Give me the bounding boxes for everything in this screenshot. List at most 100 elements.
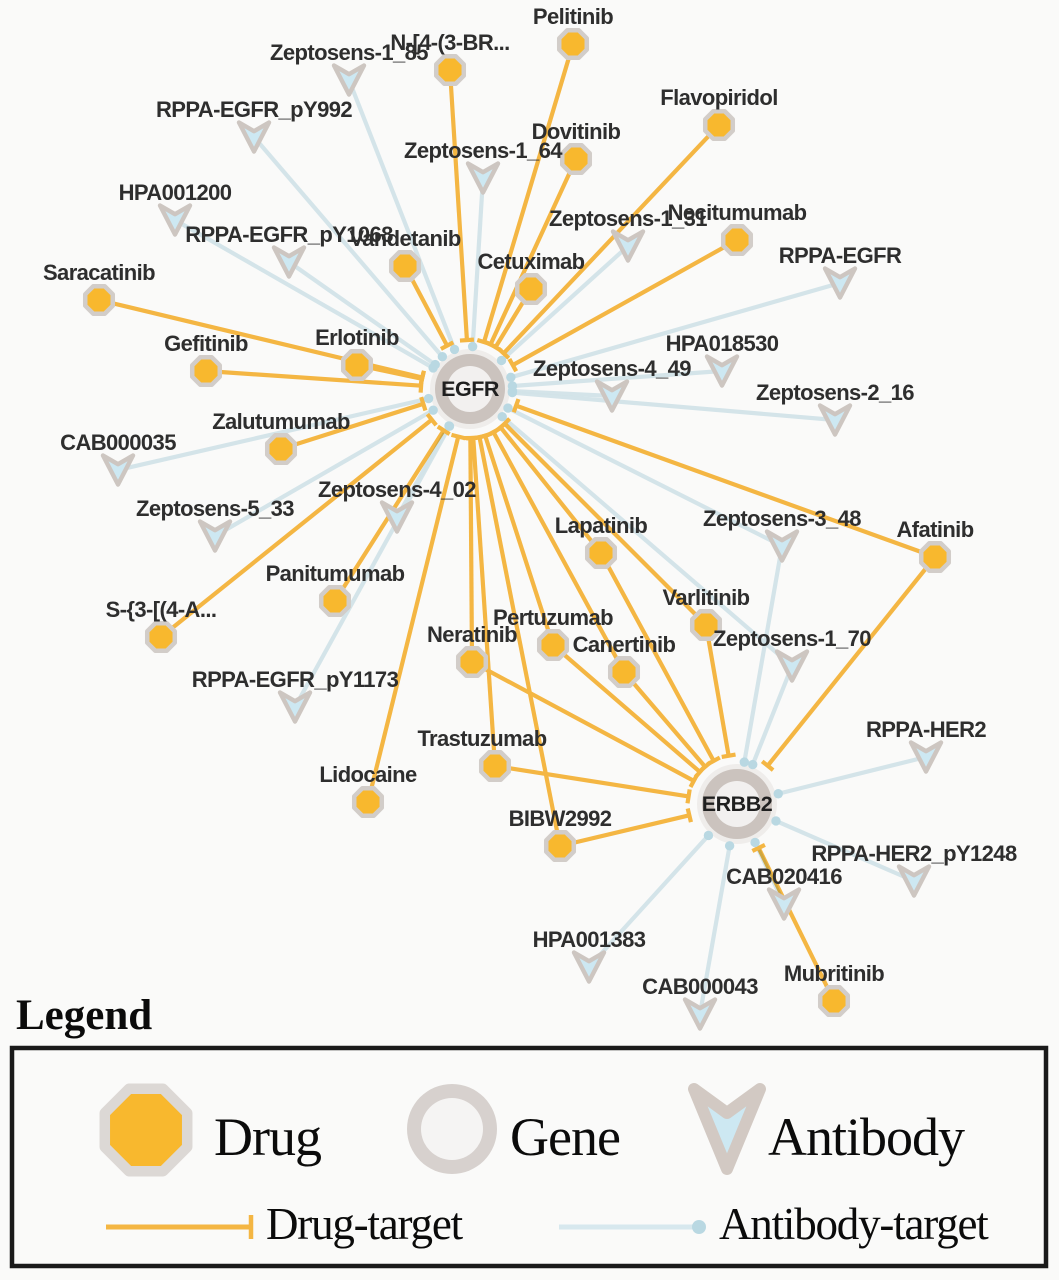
edge-antibody-target-Zeptosens-1_70-ERBB2: [750, 665, 794, 766]
node-label-Zeptosens-1_70: Zeptosens-1_70: [713, 626, 871, 651]
circle-arrowhead: [771, 816, 781, 826]
node-label-Varlitinib: Varlitinib: [663, 585, 750, 610]
tee-arrowhead: [760, 759, 775, 772]
tee-arrowhead: [439, 340, 455, 351]
node-label-Vandetanib: Vandetanib: [349, 226, 461, 251]
node-label-Zeptosens-1_85: Zeptosens-1_85: [270, 40, 428, 65]
antibody-node-CAB000043: [682, 997, 718, 1031]
node-label-Zeptosens-4_02: Zeptosens-4_02: [318, 477, 476, 502]
node-label-RPPA-EGFR_pY1068: RPPA-EGFR_pY1068: [185, 222, 393, 247]
edge-antibody-target-HPA018530-EGFR: [512, 368, 723, 389]
drug-node-Dovitinib: [559, 142, 593, 176]
node-label-HPA001200: HPA001200: [119, 180, 232, 205]
edge-antibody-target-CAB000043-ERBB2: [697, 845, 732, 1015]
drug-node-Lidocaine: [351, 785, 385, 819]
node-labels-layer: PelitinibN-[4-(3-BR...DovitinibFlavopiri…: [43, 4, 1018, 999]
edge-antibody-target-HPA001383-ERBB2: [587, 834, 710, 969]
drug-node-S-A: [144, 620, 178, 654]
edge-drug-target-BIBW2992-ERBB2: [559, 813, 690, 849]
node-label-Zalutumumab: Zalutumumab: [212, 409, 350, 434]
antibody-node-Zeptosens-3_48: [764, 529, 800, 563]
edge-drug-target-Trastuzumab-ERBB2: [494, 763, 689, 799]
drug-node-Lapatinib: [584, 536, 618, 570]
edge-drug-target-S-A-EGFR: [159, 418, 434, 639]
edge-antibody-target-Zeptosens-1_31-EGFR: [500, 244, 630, 363]
node-label-Saracatinib: Saracatinib: [43, 260, 155, 285]
edge-drug-target-Lidocaine-EGFR: [365, 436, 461, 803]
edge-drug-target-Neratinib-EGFR: [468, 437, 475, 663]
gene-node-ERBB2: [697, 764, 777, 844]
circle-arrowhead: [748, 759, 758, 770]
drug-node-N-BR: [433, 53, 467, 87]
drug-node-Canertinib: [607, 655, 641, 689]
legend-label-antibody-target: Antibody-target: [719, 1199, 989, 1249]
edge-antibody-target-RPPA-HER2-ERBB2: [777, 754, 927, 796]
edge-antibody-target-RPPA-EGFR_pY992-EGFR: [252, 135, 444, 359]
edge-drug-target-Canertinib-ERBB2: [622, 670, 707, 769]
legend-gene-ring-hole: [421, 1098, 483, 1160]
tee-arrowhead: [472, 433, 487, 441]
circle-arrowhead: [423, 393, 434, 404]
drug-node-Gefitinib: [189, 354, 223, 388]
antibody-node-HPA018530: [704, 354, 740, 388]
circle-arrowhead: [496, 355, 507, 366]
drug-node-Saracatinib: [82, 283, 116, 317]
tee-arrowhead: [436, 424, 451, 436]
tee-arrowhead: [685, 789, 692, 804]
circle-arrowhead: [437, 352, 448, 362]
tee-arrowhead: [685, 808, 693, 823]
node-label-Panitumumab: Panitumumab: [266, 561, 405, 586]
circle-arrowhead: [507, 381, 518, 391]
node-label-RPPA-EGFR_pY992: RPPA-EGFR_pY992: [156, 97, 352, 122]
edge-drug-target-Necitumumab-EGFR: [511, 238, 739, 367]
antibody-node-Zeptosens-1_85: [331, 63, 367, 97]
node-label-Cetuximab: Cetuximab: [477, 249, 584, 274]
circle-arrowhead: [497, 412, 507, 422]
edge-drug-target-Neratinib-ERBB2: [471, 660, 695, 783]
antibody-node-CAB000035: [100, 453, 136, 487]
tee-arrowhead: [698, 760, 712, 773]
edge-drug-target-Afatinib-EGFR: [515, 403, 936, 559]
node-label-Zeptosens-2_16: Zeptosens-2_16: [756, 380, 914, 405]
drug-node-Zalutumumab: [264, 432, 298, 466]
node-label-CAB000043: CAB000043: [642, 974, 758, 999]
tee-arrowhead: [450, 432, 466, 441]
tee-arrowhead: [418, 371, 426, 387]
gene-nodes-layer: [430, 349, 777, 844]
circle-arrowhead: [444, 421, 455, 431]
edge-arrowheads-layer: [418, 337, 783, 853]
antibody-node-RPPA-EGFR: [822, 266, 858, 300]
drug-node-Pertuzumab: [536, 628, 570, 662]
edge-drug-target-Canertinib-EGFR: [491, 431, 626, 674]
circle-arrowhead: [750, 837, 760, 848]
drug-node-Trastuzumab: [478, 749, 512, 783]
node-label-Gefitinib: Gefitinib: [164, 331, 248, 356]
node-label-Zeptosens-5_33: Zeptosens-5_33: [136, 496, 294, 521]
circle-arrowhead: [428, 405, 438, 415]
edge-drug-target-Flavopiridol-EGFR: [502, 123, 721, 355]
edge-drug-target-Gefitinib-EGFR: [205, 368, 422, 388]
edge-antibody-target-Zeptosens-3_48-ERBB2: [742, 545, 785, 763]
legend-label-drug: Drug: [214, 1107, 321, 1167]
antibody-node-Zeptosens-2_16: [817, 403, 853, 437]
tee-arrowhead: [498, 417, 512, 431]
edge-drug-target-Varlitinib-ERBB2: [703, 624, 731, 757]
antibody-node-Zeptosens-1_31: [610, 229, 646, 263]
drug-node-Necitumumab: [720, 223, 754, 257]
antibody-node-Zeptosens-5_33: [197, 519, 233, 553]
edge-antibody-target-Zeptosens-1_85-EGFR: [347, 79, 457, 351]
node-label-BIBW2992: BIBW2992: [509, 806, 612, 831]
antibody-node-HPA001200: [157, 203, 193, 237]
circle-arrowhead: [467, 341, 478, 352]
edge-drug-target-BIBW2992-EGFR: [477, 436, 563, 847]
tee-arrowhead: [688, 773, 699, 789]
node-label-CAB020416: CAB020416: [726, 864, 842, 889]
node-label-Trastuzumab: Trastuzumab: [417, 726, 546, 751]
node-label-Necitumumab: Necitumumab: [668, 200, 807, 225]
circle-arrowhead: [430, 359, 440, 370]
edge-antibody-target-Zeptosens-2_16-EGFR: [512, 390, 836, 423]
node-label-CAB000035: CAB000035: [60, 430, 176, 455]
tee-arrowhead: [751, 842, 766, 853]
circle-arrowhead: [773, 789, 783, 799]
